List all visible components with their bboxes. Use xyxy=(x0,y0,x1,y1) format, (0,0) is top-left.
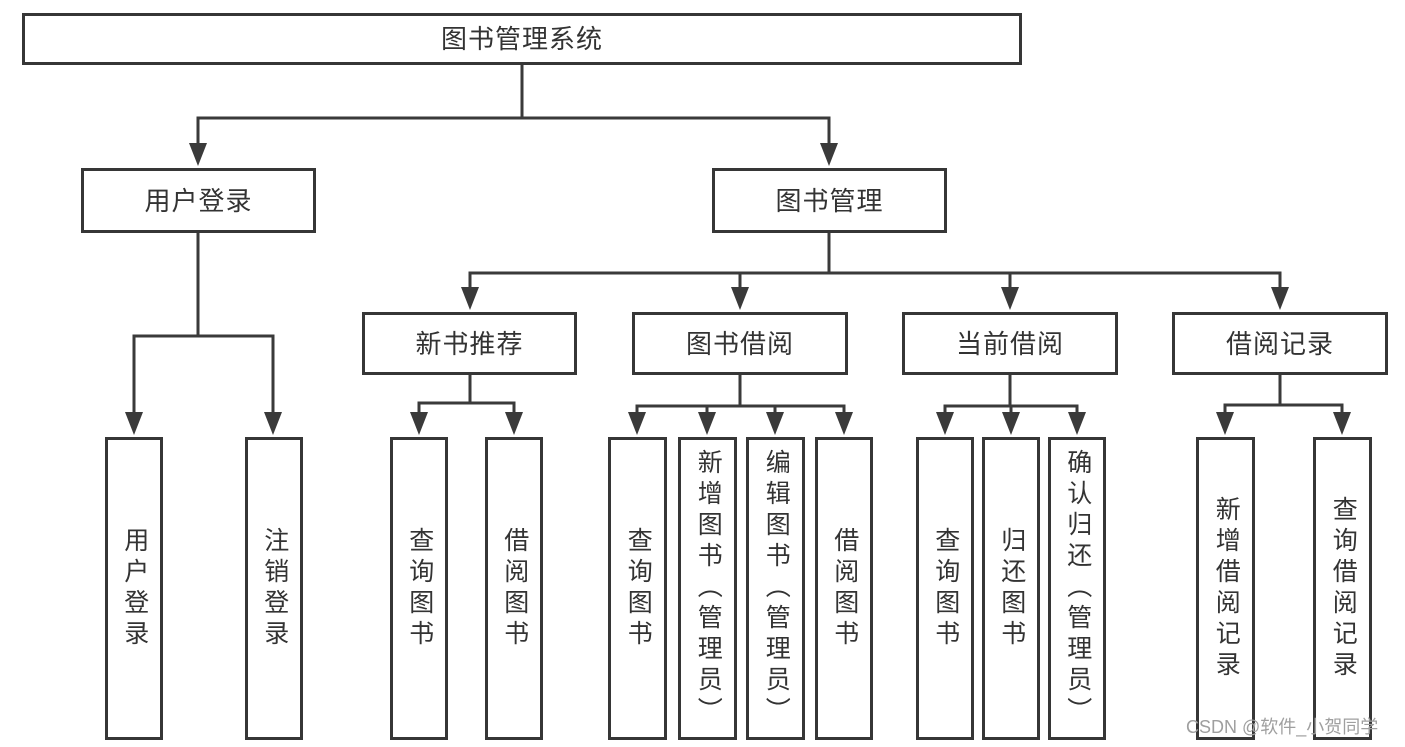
node-label: 借阅图书 xyxy=(500,526,529,651)
leaf-borrow-books: 借阅图书 xyxy=(815,437,873,740)
arrowheads xyxy=(125,143,1351,435)
node-new-book-recommend: 新书推荐 xyxy=(362,312,577,375)
node-label: 图书管理系统 xyxy=(440,24,603,54)
node-label: 用户登录 xyxy=(120,526,149,651)
node-label: 归还图书 xyxy=(997,526,1026,651)
node-label: 图书管理 xyxy=(775,185,884,216)
node-borrow-records: 借阅记录 xyxy=(1172,312,1388,375)
node-label: 注销登录 xyxy=(260,526,289,651)
node-label: 查询图书 xyxy=(931,526,960,651)
node-book-management: 图书管理 xyxy=(712,168,947,233)
node-label: 借阅图书 xyxy=(830,526,859,651)
node-current-borrow: 当前借阅 xyxy=(902,312,1118,375)
leaf-edit-book-admin: 编辑图书（管理员） xyxy=(746,437,805,740)
leaf-logout: 注销登录 xyxy=(245,437,303,740)
leaf-query-books-borrow: 查询图书 xyxy=(608,437,667,740)
node-label: 图书借阅 xyxy=(685,328,794,359)
node-label: 查询图书 xyxy=(405,526,434,651)
node-label: 编辑图书（管理员） xyxy=(762,449,791,728)
node-label: 新书推荐 xyxy=(415,328,524,359)
node-label: 确认归还（管理员） xyxy=(1063,449,1092,728)
node-label: 当前借阅 xyxy=(955,328,1064,359)
leaf-add-book-admin: 新增图书（管理员） xyxy=(678,437,737,740)
node-user-login: 用户登录 xyxy=(81,168,316,233)
node-label: 新增图书（管理员） xyxy=(694,449,723,728)
node-label: 查询图书 xyxy=(624,526,653,651)
node-label: 查询借阅记录 xyxy=(1329,495,1358,682)
leaf-return-book: 归还图书 xyxy=(982,437,1040,740)
node-label: 借阅记录 xyxy=(1225,328,1334,359)
node-label: 新增借阅记录 xyxy=(1212,495,1241,682)
node-label: 用户登录 xyxy=(144,185,253,216)
leaf-confirm-return-admin: 确认归还（管理员） xyxy=(1048,437,1106,740)
leaf-user-login: 用户登录 xyxy=(105,437,163,740)
csdn-watermark: CSDN @软件_小贺同学 xyxy=(1186,717,1379,737)
node-library-management-system: 图书管理系统 xyxy=(22,13,1022,65)
leaf-query-books-current: 查询图书 xyxy=(916,437,974,740)
leaf-add-borrow-record: 新增借阅记录 xyxy=(1196,437,1255,740)
node-book-borrow: 图书借阅 xyxy=(632,312,848,375)
leaf-borrow-books-recommend: 借阅图书 xyxy=(485,437,543,740)
leaf-query-borrow-record: 查询借阅记录 xyxy=(1313,437,1372,740)
leaf-query-books-recommend: 查询图书 xyxy=(390,437,448,740)
